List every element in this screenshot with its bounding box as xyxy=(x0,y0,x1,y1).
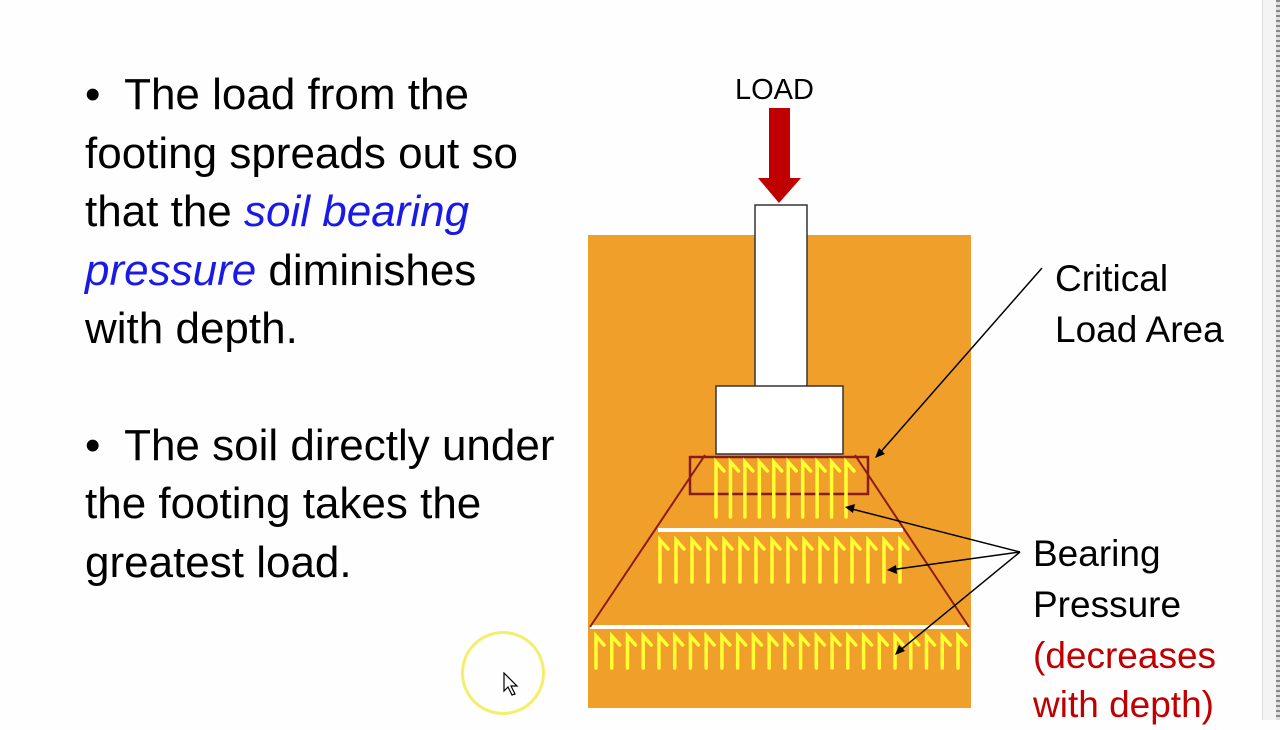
pressure-arrow xyxy=(625,631,638,670)
pressure-arrow xyxy=(893,631,905,670)
window-edge xyxy=(1262,0,1280,720)
pressure-arrow xyxy=(818,535,830,584)
bullet-1-suffix: diminishes with depth. xyxy=(85,245,477,354)
pressure-arrow xyxy=(714,457,726,519)
pressure-arrow xyxy=(657,631,669,670)
load-label: LOAD xyxy=(735,74,814,106)
pressure-arrow xyxy=(690,535,702,584)
pressure-arrow xyxy=(814,631,827,670)
critical-pointer-head xyxy=(875,448,885,458)
pressure-arrow xyxy=(924,631,937,670)
pressure-arrow xyxy=(757,457,770,519)
pressure-arrows-row-2 xyxy=(658,535,910,584)
pressure-arrow xyxy=(688,631,701,670)
pressure-arrow xyxy=(861,631,874,670)
column xyxy=(754,204,808,388)
critical-label-1: Critical xyxy=(1055,258,1169,299)
bearing-pointer-2 xyxy=(889,551,1021,571)
bullet-text: • The load from the footing spreads out … xyxy=(85,66,555,592)
pressure-arrow xyxy=(743,457,755,519)
pressure-arrow xyxy=(751,631,764,670)
pressure-arrow xyxy=(706,535,718,584)
bullet-2-text: The soil directly under the footing take… xyxy=(85,420,555,587)
pressure-arrow xyxy=(882,535,894,584)
critical-label-2: Load Area xyxy=(1055,309,1224,350)
pressure-arrow xyxy=(830,631,842,670)
pressure-arrow xyxy=(829,457,842,519)
pressure-arrow xyxy=(877,631,890,670)
spread-line-right xyxy=(854,454,970,628)
critical-pointer-line xyxy=(877,267,1043,456)
pressure-arrow xyxy=(722,535,734,584)
pressure-arrow xyxy=(641,631,653,670)
pressure-arrow xyxy=(658,535,670,584)
bearing-label-1: Bearing xyxy=(1033,533,1161,574)
pressure-arrow xyxy=(798,631,811,670)
note-label-2: with depth) xyxy=(1033,684,1214,725)
pressure-arrow xyxy=(850,535,862,584)
pressure-arrow xyxy=(735,631,748,670)
pressure-arrow xyxy=(866,535,878,584)
pressure-arrow xyxy=(770,535,782,584)
pressure-arrow xyxy=(844,457,856,519)
pressure-arrows-row-1 xyxy=(714,457,856,519)
pressure-arrow xyxy=(609,631,622,670)
pressure-arrow xyxy=(800,457,813,519)
critical-load-area-box xyxy=(688,455,870,496)
pressure-arrow xyxy=(594,631,606,670)
pressure-arrow xyxy=(772,457,784,519)
pressure-arrow xyxy=(783,631,795,670)
pressure-arrow xyxy=(834,535,846,584)
pressure-arrow xyxy=(767,631,779,670)
pressure-arrow xyxy=(802,535,814,584)
pressure-arrow xyxy=(704,631,716,670)
mouse-pointer-icon xyxy=(503,672,519,696)
footing xyxy=(715,385,844,455)
bearing-pointer-3-head xyxy=(895,645,905,655)
bullet-1-prefix: The load from the footing spreads out so… xyxy=(85,70,518,236)
pressure-arrow xyxy=(672,631,685,670)
pressure-arrow xyxy=(956,631,968,670)
bearing-label-2: Pressure xyxy=(1033,584,1182,625)
bearing-pointer-1-head xyxy=(845,504,855,513)
load-arrow-shaft xyxy=(769,108,790,180)
bearing-pointer-1 xyxy=(847,507,1021,553)
pressure-arrow xyxy=(846,631,858,670)
pressure-arrows-row-3 xyxy=(594,631,968,670)
spread-line-left xyxy=(589,454,706,628)
note-label-1: (decreases xyxy=(1033,635,1217,676)
pressure-arrow xyxy=(738,535,750,584)
pressure-arrow xyxy=(909,631,921,670)
cursor-highlight-ring xyxy=(461,631,545,715)
pressure-arrow xyxy=(786,457,798,519)
bullet-1: • The load from the footing spreads out … xyxy=(85,70,518,354)
pressure-arrow xyxy=(728,457,741,519)
bullet-2: • The soil directly under the footing ta… xyxy=(85,420,555,587)
pressure-arrow xyxy=(720,631,732,670)
bearing-pointer-3 xyxy=(897,551,1021,653)
pressure-arrow xyxy=(786,535,798,584)
pressure-arrow xyxy=(674,535,686,584)
pressure-arrow xyxy=(815,457,827,519)
load-arrow-head xyxy=(758,178,801,203)
pressure-arrow xyxy=(754,535,766,584)
bullet-1-emphasis: soil bearing pressure xyxy=(85,187,470,295)
pressure-arrow xyxy=(940,631,953,670)
bearing-pointer-2-head xyxy=(887,565,897,574)
